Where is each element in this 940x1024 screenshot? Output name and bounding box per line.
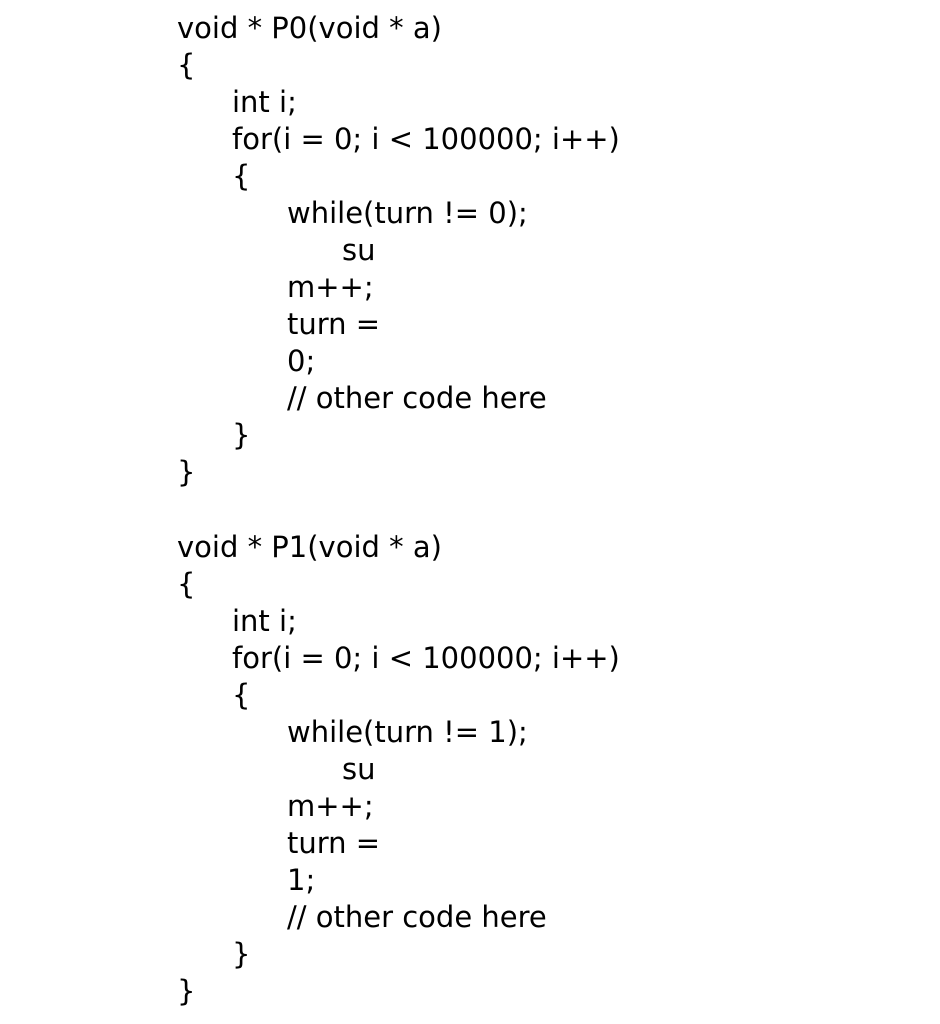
loop-open-brace: { <box>232 159 251 193</box>
for-loop-header: for(i = 0; i < 100000; i++) <box>232 122 620 156</box>
function-signature: void * P0(void * a) <box>177 11 442 45</box>
function-open-brace: { <box>177 48 196 82</box>
statement-fragment-turn: turn = <box>287 826 381 860</box>
loop-close-brace: } <box>232 937 251 971</box>
while-busy-wait: while(turn != 1); <box>287 715 528 749</box>
while-busy-wait: while(turn != 0); <box>287 196 528 230</box>
statement-fragment-value: 0; <box>287 344 316 378</box>
loop-close-brace: } <box>232 418 251 452</box>
function-signature: void * P1(void * a) <box>177 530 442 564</box>
function-close-brace: } <box>177 974 196 1008</box>
for-loop-header: for(i = 0; i < 100000; i++) <box>232 641 620 675</box>
code-comment: // other code here <box>287 900 547 934</box>
statement-fragment-m: m++; <box>287 789 374 823</box>
code-comment: // other code here <box>287 381 547 415</box>
function-close-brace: } <box>177 455 196 489</box>
variable-declaration: int i; <box>232 85 297 119</box>
statement-fragment-value: 1; <box>287 863 316 897</box>
statement-fragment-su: su <box>342 752 376 786</box>
statement-fragment-su: su <box>342 233 376 267</box>
variable-declaration: int i; <box>232 604 297 638</box>
statement-fragment-m: m++; <box>287 270 374 304</box>
function-open-brace: { <box>177 567 196 601</box>
statement-fragment-turn: turn = <box>287 307 381 341</box>
loop-open-brace: { <box>232 678 251 712</box>
